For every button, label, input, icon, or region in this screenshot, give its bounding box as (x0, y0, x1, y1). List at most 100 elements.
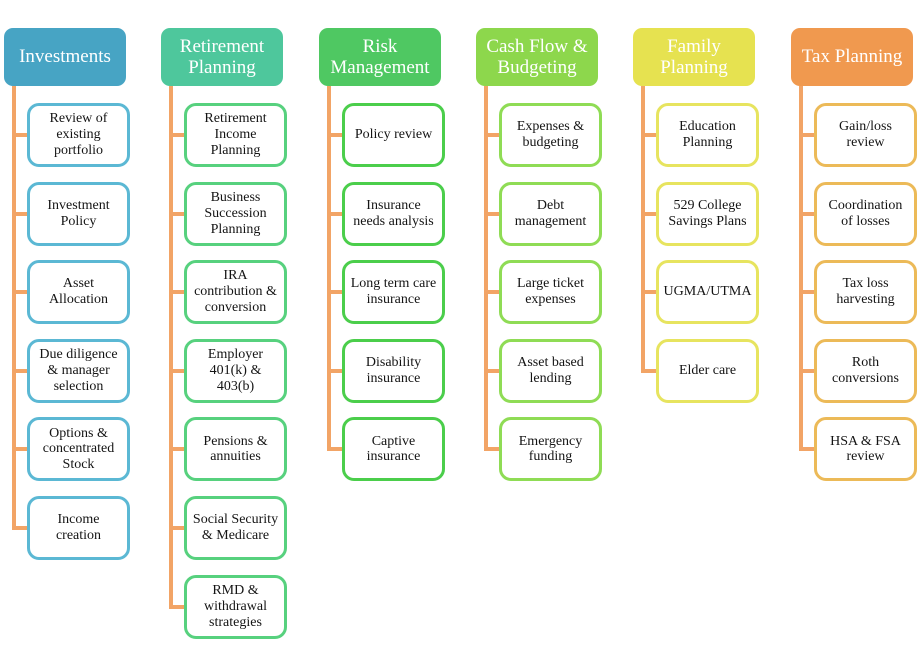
connector-stub (641, 211, 657, 216)
item-box-cash-flow-budgeting-4: Emergency funding (499, 417, 602, 482)
item-label: Business Succession Planning (204, 189, 267, 237)
item-label: Elder care (678, 362, 737, 378)
connector-stub (799, 133, 815, 137)
item-box-tax-planning-4: HSA & FSA review (814, 417, 917, 482)
item-box-investments-4: Options & concentrated Stock (27, 417, 130, 482)
item-box-retirement-planning-1: Business Succession Planning (184, 181, 287, 246)
category-header-label: Risk Management (330, 35, 430, 78)
connector-stub (484, 368, 500, 373)
item-label: Options & concentrated Stock (42, 425, 115, 473)
item-box-cash-flow-budgeting-0: Expenses & budgeting (499, 103, 602, 167)
item-label: Captive insurance (366, 433, 421, 465)
item-label: Gain/loss review (839, 119, 892, 150)
item-label: Asset Allocation (48, 276, 109, 308)
connector-stub (169, 368, 185, 373)
item-box-tax-planning-1: Coordination of losses (814, 181, 917, 246)
item-label: Pensions & annuities (203, 433, 268, 465)
connector-trunk (327, 86, 331, 452)
item-box-investments-1: Investment Policy (27, 181, 130, 246)
category-header-tax-planning: Tax Planning (791, 28, 913, 86)
item-box-retirement-planning-0: Retirement Income Planning (184, 103, 287, 167)
connector-stub (484, 290, 500, 295)
connector-stub (12, 447, 28, 452)
item-label: Review of existing portfolio (49, 111, 108, 158)
item-box-family-planning-3: Elder care (656, 338, 759, 403)
connector-stub (327, 211, 343, 216)
item-box-risk-management-2: Long term care insurance (342, 260, 445, 325)
item-label: Due diligence & manager selection (39, 347, 118, 394)
connector-stub (641, 133, 657, 137)
connector-trunk (484, 86, 488, 452)
connector-stub (12, 211, 28, 216)
item-box-family-planning-2: UGMA/UTMA (656, 260, 759, 325)
item-box-risk-management-3: Disability insurance (342, 338, 445, 403)
connector-stub (484, 133, 500, 137)
item-box-retirement-planning-5: Social Security & Medicare (184, 496, 287, 560)
item-label: Emergency funding (518, 433, 583, 465)
item-box-tax-planning-3: Roth conversions (814, 338, 917, 403)
item-label: Income creation (55, 512, 102, 543)
connector-stub (799, 368, 815, 373)
connector-stub (169, 604, 185, 609)
item-label: UGMA/UTMA (663, 284, 752, 300)
item-label: Education Planning (679, 119, 736, 150)
connector-trunk (169, 86, 173, 609)
connector-stub (169, 133, 185, 137)
connector-trunk (641, 86, 645, 373)
connector-stub (12, 526, 28, 530)
connector-stub (799, 447, 815, 452)
connector-stub (12, 133, 28, 137)
category-header-label: Investments (19, 46, 111, 68)
category-header-label: Cash Flow & Budgeting (486, 35, 588, 78)
category-header-label: Tax Planning (801, 46, 903, 68)
item-box-retirement-planning-4: Pensions & annuities (184, 417, 287, 482)
item-label: Retirement Income Planning (204, 111, 267, 158)
connector-stub (327, 447, 343, 452)
item-label: RMD & withdrawal strategies (204, 582, 267, 630)
connector-trunk (12, 86, 16, 530)
category-header-cash-flow-budgeting: Cash Flow & Budgeting (476, 28, 598, 86)
category-header-label: Family Planning (660, 35, 728, 78)
connector-stub (12, 290, 28, 295)
item-label: IRA contribution & conversion (194, 268, 277, 316)
connector-stub (327, 290, 343, 295)
item-box-risk-management-0: Policy review (342, 103, 445, 167)
category-header-label: Retirement Planning (179, 35, 265, 78)
category-header-family-planning: Family Planning (633, 28, 755, 86)
connector-stub (484, 447, 500, 452)
item-box-investments-5: Income creation (27, 496, 130, 560)
item-box-retirement-planning-2: IRA contribution & conversion (184, 260, 287, 325)
category-header-retirement-planning: Retirement Planning (161, 28, 283, 86)
item-label: Social Security & Medicare (192, 512, 279, 543)
item-box-investments-0: Review of existing portfolio (27, 103, 130, 167)
item-box-retirement-planning-6: RMD & withdrawal strategies (184, 574, 287, 639)
category-header-risk-management: Risk Management (319, 28, 441, 86)
item-box-risk-management-1: Insurance needs analysis (342, 181, 445, 246)
connector-trunk (799, 86, 803, 452)
item-label: Policy review (354, 127, 433, 143)
item-label: Disability insurance (365, 354, 422, 386)
item-label: Investment Policy (47, 197, 110, 229)
connector-stub (12, 368, 28, 373)
item-label: Long term care insurance (350, 276, 437, 308)
item-label: Insurance needs analysis (353, 197, 434, 229)
item-label: Asset based lending (517, 354, 584, 386)
item-label: Tax loss harvesting (836, 276, 895, 308)
item-box-family-planning-1: 529 College Savings Plans (656, 181, 759, 246)
item-label: Debt management (514, 197, 587, 229)
connector-stub (641, 368, 657, 373)
item-label: Employer 401(k) & 403(b) (207, 347, 264, 394)
item-box-tax-planning-0: Gain/loss review (814, 103, 917, 167)
item-box-family-planning-0: Education Planning (656, 103, 759, 167)
item-label: Coordination of losses (828, 197, 903, 229)
item-label: Large ticket expenses (517, 276, 584, 308)
connector-stub (799, 290, 815, 295)
item-box-risk-management-4: Captive insurance (342, 417, 445, 482)
